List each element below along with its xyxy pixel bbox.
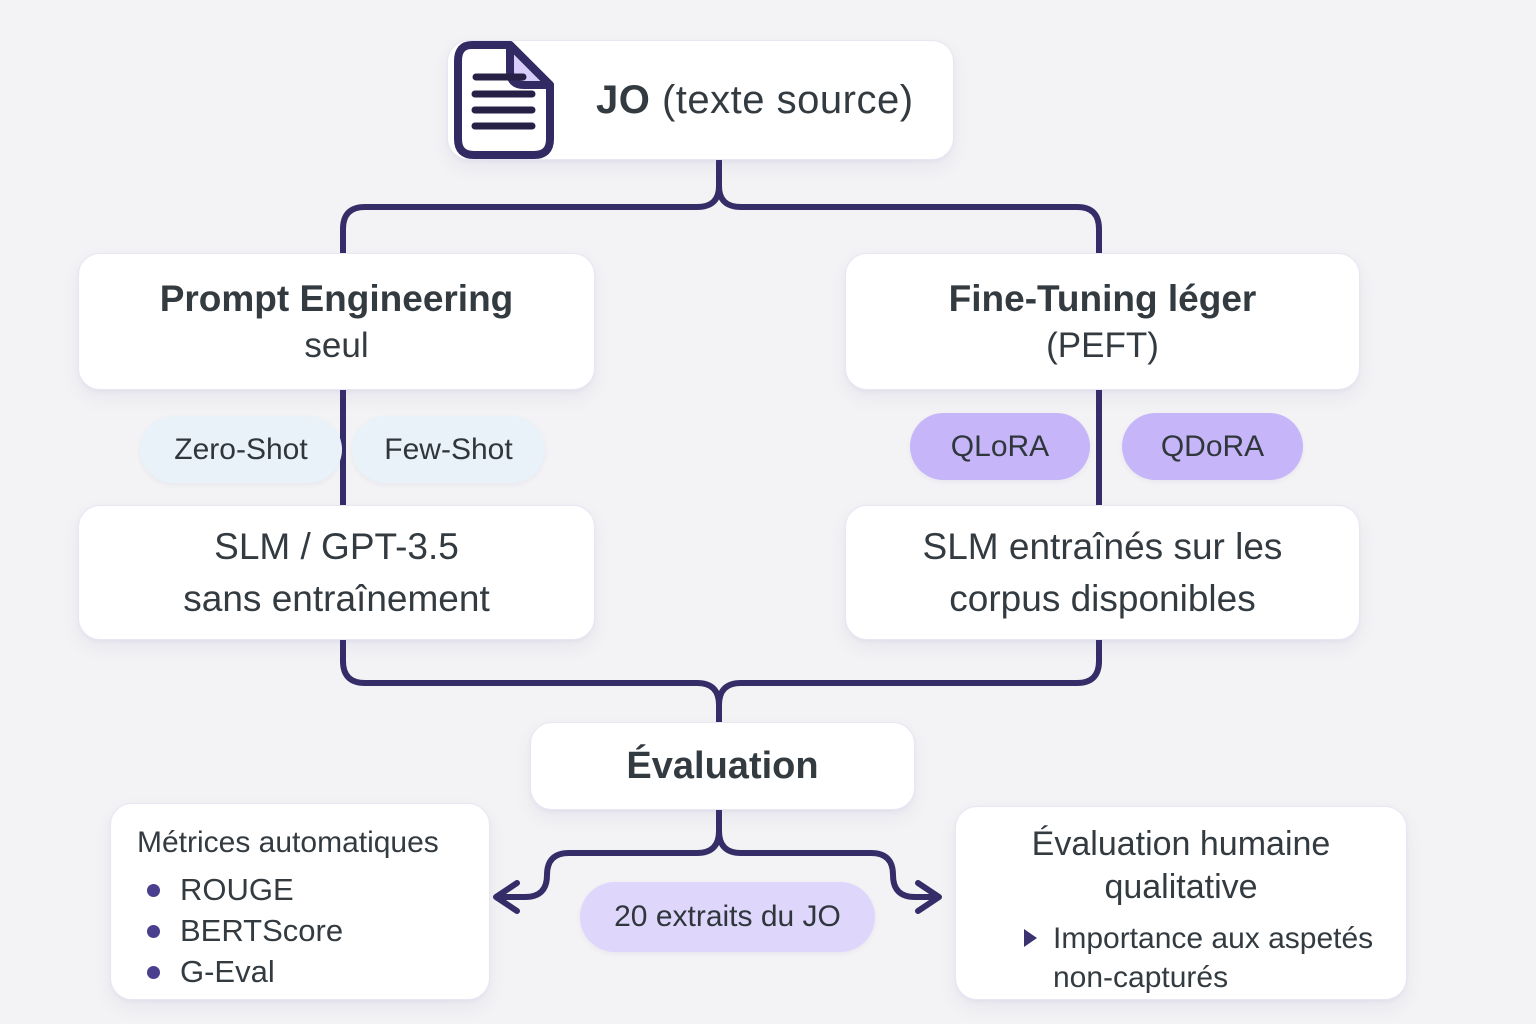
source-label: (texte source)	[661, 77, 914, 122]
connector-eval-right	[716, 807, 941, 900]
result-left-line1: SLM / GPT-3.5	[214, 526, 459, 568]
tag-few-shot: Few-Shot	[352, 416, 545, 483]
bullet-dot-icon	[147, 924, 160, 938]
result-slm-gpt: SLM / GPT-3.5 sans entraînement	[78, 505, 595, 640]
result-right-line1: SLM entraînés sur les	[922, 526, 1283, 568]
connector-merge-right	[716, 637, 1102, 708]
list-item: G-Eval	[137, 952, 275, 993]
connector-arrow-right-icon	[915, 880, 942, 914]
source-title: JO (texte source)	[596, 78, 914, 123]
list-item: ROUGE	[137, 870, 294, 911]
result-left-line2: sans entraînement	[183, 577, 490, 619]
connector-split-right	[716, 183, 1102, 257]
list-item: Importance aux aspetés non-capturés	[976, 919, 1386, 997]
branch-right-subtitle: (PEFT)	[1046, 325, 1159, 365]
metrics-node: Métrices automatiques ROUGE BERTScore G-…	[110, 803, 490, 1000]
source-name: JO	[596, 77, 651, 122]
evaluation-node: Évaluation	[530, 722, 915, 810]
document-icon	[454, 41, 554, 159]
sample-pill: 20 extraits du JO	[580, 882, 875, 952]
evaluation-title: Évaluation	[626, 744, 819, 787]
connector-merge-left	[340, 637, 722, 727]
metric-bertscore: BERTScore	[180, 912, 344, 948]
branch-right-title: Fine-Tuning léger	[948, 277, 1257, 319]
human-eval-title-line1: Évaluation humaine	[1031, 825, 1331, 863]
metric-geval: G-Eval	[180, 953, 275, 989]
bullet-dot-icon	[147, 965, 160, 979]
source-node: JO (texte source)	[447, 40, 954, 160]
result-slm-trained: SLM entraînés sur les corpus disponibles	[845, 505, 1360, 640]
triangle-bullet-icon	[1024, 929, 1037, 948]
tag-qdora: QDoRA	[1122, 413, 1303, 480]
metric-rouge: ROUGE	[180, 872, 294, 907]
tag-qlora: QLoRA	[910, 413, 1090, 480]
list-item: BERTScore	[137, 911, 343, 952]
bullet-dot-icon	[147, 883, 160, 897]
branch-left-subtitle: seul	[304, 325, 369, 365]
branch-fine-tuning: Fine-Tuning léger (PEFT)	[845, 253, 1360, 390]
branch-prompt-engineering: Prompt Engineering seul	[78, 253, 595, 390]
connector-arrow-left-icon	[493, 880, 520, 914]
result-right-line2: corpus disponibles	[949, 577, 1256, 619]
tag-zero-shot: Zero-Shot	[140, 416, 342, 483]
connector-split-left	[340, 183, 722, 257]
human-eval-title-line2: qualitative	[1104, 868, 1258, 907]
human-eval-item: Importance aux aspetés non-capturés	[1053, 922, 1374, 995]
branch-left-title: Prompt Engineering	[159, 277, 514, 319]
human-eval-node: Évaluation humaine qualitative Importanc…	[955, 806, 1407, 1000]
connector-eval-left	[496, 807, 722, 900]
metrics-title: Métrices automatiques	[137, 826, 439, 859]
